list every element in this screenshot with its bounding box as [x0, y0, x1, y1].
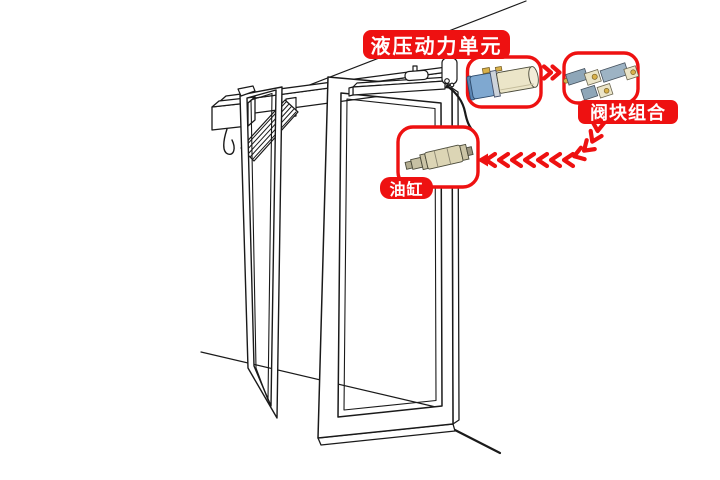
hanging-cord — [223, 128, 235, 155]
valve-block-illustration — [563, 62, 640, 101]
hydraulic-hose — [445, 84, 475, 133]
door-actuator — [348, 57, 458, 97]
flow-trail-chevrons-icon — [477, 119, 607, 169]
valve-block-label: 阀块组合 — [578, 100, 678, 124]
power-unit-label: 液压动力单元 — [363, 30, 510, 59]
flow-arrow-right-icon — [541, 64, 562, 81]
cylinder-illustration — [404, 143, 474, 171]
power-unit-illustration — [466, 65, 539, 101]
left-door — [237, 85, 283, 419]
floor-line-right — [451, 427, 502, 455]
cylinder-label: 油缸 — [380, 177, 433, 199]
flow-trail-arrowhead-icon — [477, 153, 488, 167]
mount-bracket — [211, 96, 256, 131]
